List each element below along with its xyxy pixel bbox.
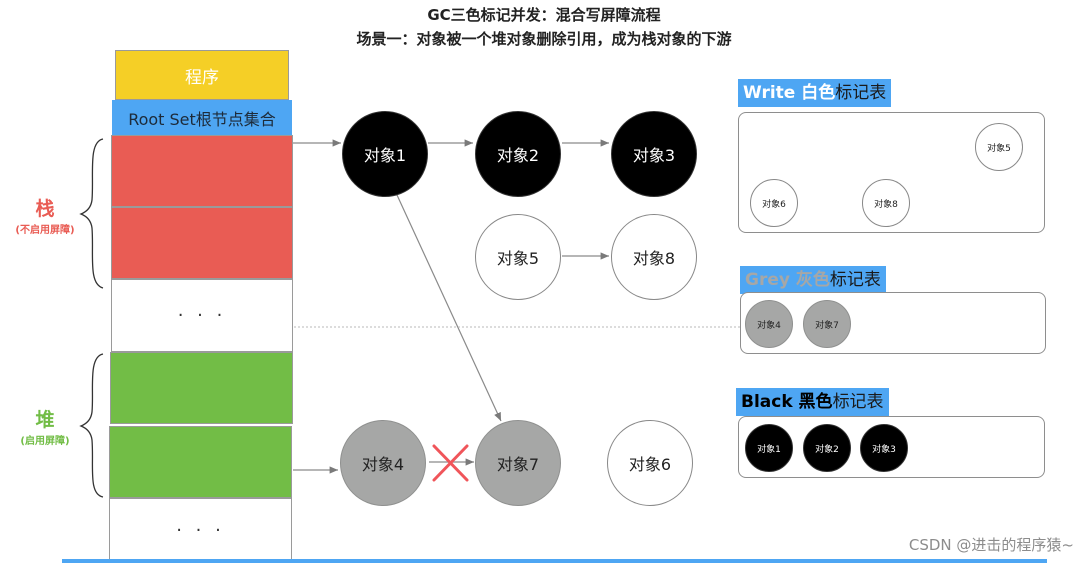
program-block: 程序: [115, 50, 289, 100]
stack-frame-ellipsis: · · ·: [111, 279, 293, 352]
grey-table-title: Grey 灰色标记表: [740, 266, 886, 294]
heap-block-2: [109, 426, 292, 498]
grey-item-obj7: 对象7: [803, 300, 851, 348]
black-item-obj2: 对象2: [803, 424, 851, 472]
edge-obj1-to-obj7: [396, 194, 502, 422]
node-obj5: 对象5: [475, 214, 561, 300]
heap-label: 堆: [35, 409, 55, 431]
bottom-divider: [62, 559, 1047, 563]
stack-sublabel: (不启用屏障): [15, 225, 75, 236]
node-obj8: 对象8: [611, 214, 697, 300]
stack-brace-icon: [79, 138, 104, 289]
black-table-title-en: Black 黑色: [741, 392, 833, 412]
black-item-obj3: 对象3: [860, 424, 908, 472]
heap-block-ellipsis: · · ·: [109, 498, 292, 562]
node-obj4: 对象4: [340, 420, 426, 506]
watermark: CSDN @进击的程序猿~: [908, 536, 1074, 554]
white-item-obj5: 对象5: [975, 123, 1023, 171]
stack-label-group: 栈 (不启用屏障): [10, 194, 80, 236]
node-obj2: 对象2: [475, 111, 561, 197]
diagram-subtitle: 场景一：对象被一个堆对象删除引用，成为栈对象的下游: [356, 30, 732, 48]
heap-brace-icon: [79, 353, 104, 498]
white-item-obj6: 对象6: [750, 179, 798, 227]
black-table-title: Black 黑色标记表: [736, 388, 889, 416]
grey-item-obj4: 对象4: [745, 300, 793, 348]
black-item-obj1: 对象1: [745, 424, 793, 472]
black-mark-table: 对象1 对象2 对象3: [738, 416, 1045, 478]
diagram-title: GC三色标记并发：混合写屏障流程: [427, 6, 661, 24]
grey-mark-table: 对象4 对象7: [740, 292, 1046, 354]
heap-block-1: [110, 352, 293, 424]
white-mark-table: 对象5 对象6 对象8: [738, 112, 1045, 233]
ellipsis: · · ·: [177, 305, 227, 326]
node-obj3: 对象3: [611, 111, 697, 197]
stack-label: 栈: [35, 198, 55, 220]
grey-table-title-rest: 标记表: [829, 270, 881, 290]
heap-label-group: 堆 (启用屏障): [10, 405, 80, 447]
grey-table-title-en: Grey 灰色: [745, 270, 830, 290]
white-table-title-rest: 标记表: [835, 83, 887, 103]
node-obj6: 对象6: [607, 420, 693, 506]
heap-sublabel: (启用屏障): [20, 436, 70, 447]
stack-frame-1: [111, 135, 293, 207]
node-obj1: 对象1: [342, 111, 428, 197]
program-label: 程序: [185, 67, 219, 88]
white-table-title: Write 白色标记表: [738, 79, 892, 107]
black-table-title-rest: 标记表: [832, 392, 884, 412]
delete-cross-icon: [432, 444, 469, 482]
ellipsis: · · ·: [176, 520, 225, 541]
white-table-title-en: Write 白色: [743, 83, 836, 103]
node-obj7: 对象7: [475, 420, 561, 506]
stack-frame-2: [111, 207, 293, 279]
root-set-block: Root Set根节点集合: [112, 100, 292, 135]
white-item-obj8: 对象8: [862, 179, 910, 227]
root-set-label: Root Set根节点集合: [128, 109, 276, 129]
